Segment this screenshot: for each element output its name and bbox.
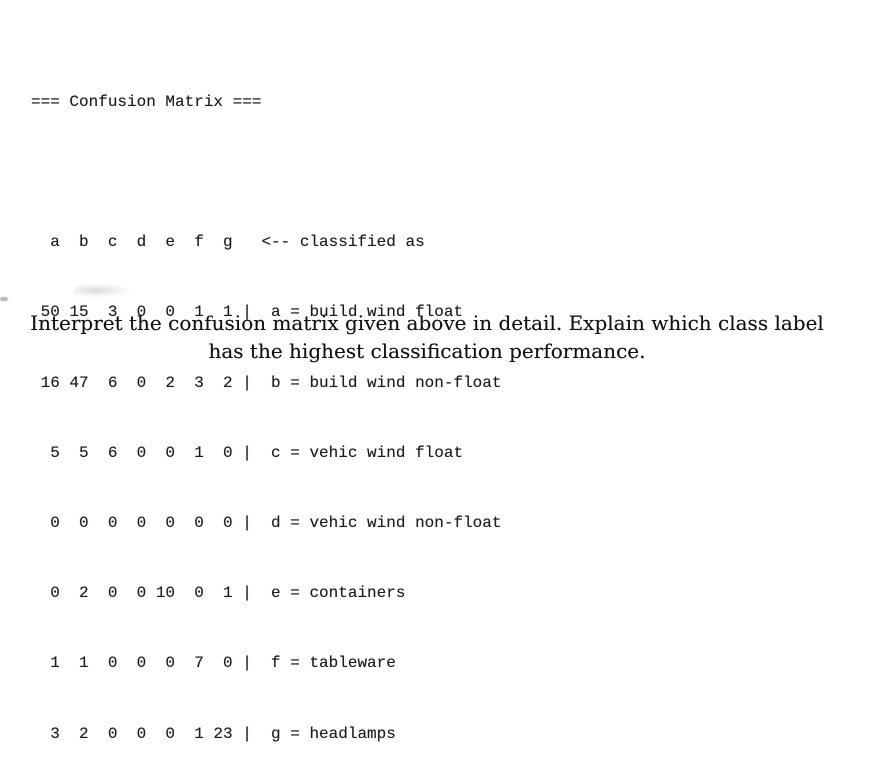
question-line-2: has the highest classification performan…	[208, 338, 646, 363]
matrix-row-a: 50 15 3 0 0 1 1 | a = build wind float	[31, 303, 464, 322]
scan-edge-artifact	[0, 297, 8, 301]
matrix-row-g: 3 2 0 0 0 1 23 | g = headlamps	[31, 724, 396, 743]
question-text: Interpret the confusion matrix given abo…	[0, 310, 854, 365]
matrix-row-f: 1 1 0 0 0 7 0 | f = tableware	[31, 654, 396, 673]
matrix-title: === Confusion Matrix ===	[31, 92, 262, 111]
matrix-row-d: 0 0 0 0 0 0 0 | d = vehic wind non-float	[31, 514, 502, 533]
matrix-blank-line	[31, 161, 501, 184]
matrix-header-row: a b c d e f g <-- classified as	[31, 233, 425, 252]
page: { "matrix": { "lines": [ "=== Confusion …	[0, 92, 854, 743]
confusion-matrix-output: === Confusion Matrix === a b c d e f g <…	[31, 44, 501, 769]
matrix-row-b: 16 47 6 0 2 3 2 | b = build wind non-flo…	[31, 373, 502, 392]
matrix-row-e: 0 2 0 0 10 0 1 | e = containers	[31, 584, 406, 603]
scan-smudge-artifact	[74, 284, 130, 297]
question-line-1: Interpret the confusion matrix given abo…	[30, 311, 824, 335]
matrix-row-c: 5 5 6 0 0 1 0 | c = vehic wind float	[31, 443, 464, 462]
